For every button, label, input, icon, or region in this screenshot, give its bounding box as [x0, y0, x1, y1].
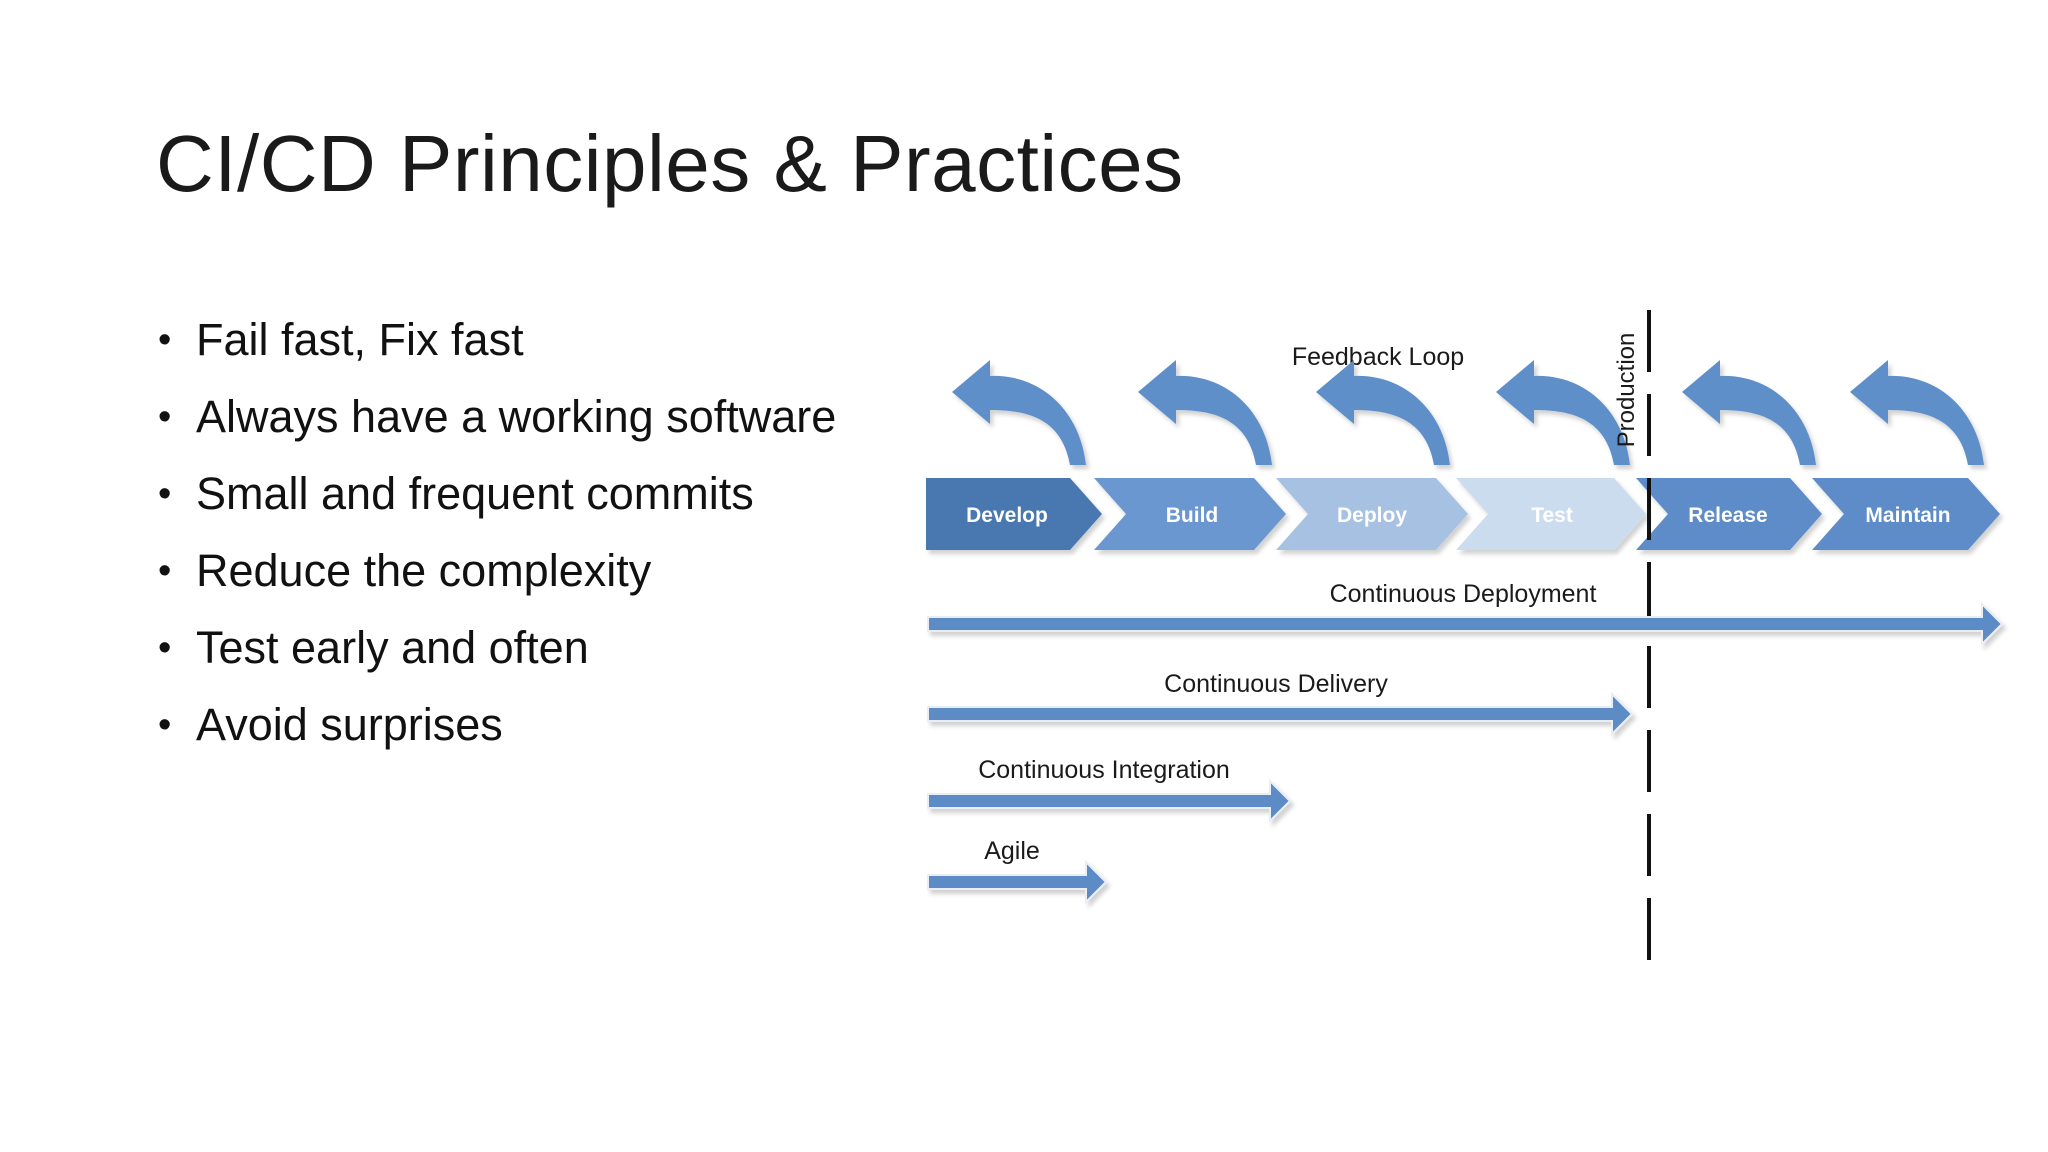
bullet-text: Reduce the complexity [196, 545, 652, 596]
bullet-dot-icon: • [158, 473, 172, 515]
feedback-arrow-icon [1850, 360, 1984, 465]
stage-label: Test [1531, 504, 1573, 527]
feedback-arrow-icon [1682, 360, 1816, 465]
pipeline-label: Continuous Integration [978, 756, 1230, 784]
bullet-text: Test early and often [196, 622, 589, 673]
stage-build [1094, 478, 1286, 550]
bullet-dot-icon: • [158, 550, 172, 592]
pipeline-label: Continuous Deployment [1330, 580, 1597, 608]
bullet-dot-icon: • [158, 627, 172, 669]
bullet-dot-icon: • [158, 396, 172, 438]
bullet-text: Always have a working software [196, 391, 837, 442]
continuous-deployment-arrow [927, 601, 2004, 647]
bullet-dot-icon: • [158, 319, 172, 361]
bullet-text: Avoid surprises [196, 699, 503, 750]
continuous-delivery-arrow [927, 691, 1634, 737]
bullet-text: Fail fast, Fix fast [196, 314, 524, 365]
pipeline-labels: Continuous Deployment Continuous Deliver… [978, 580, 1596, 865]
feedback-loop-label: Feedback Loop [1292, 343, 1464, 371]
bullet-item: • Test early and often [156, 620, 836, 697]
bullet-list: • Fail fast, Fix fast • Always have a work… [156, 312, 836, 774]
production-label: Production [1613, 333, 1640, 448]
pipeline-label: Agile [984, 837, 1040, 865]
pipeline-label: Continuous Delivery [1164, 670, 1388, 698]
bullet-item: • Reduce the complexity [156, 543, 836, 620]
stage-label: Maintain [1865, 504, 1950, 527]
stage-maintain [1812, 478, 2000, 550]
stage-release [1636, 478, 1822, 550]
stage-label: Build [1166, 504, 1219, 527]
stage-label: Release [1688, 504, 1767, 527]
feedback-arrow-icon [1316, 360, 1450, 465]
feedback-arrow-icon [1138, 360, 1272, 465]
feedback-arrows [952, 360, 1984, 465]
feedback-arrow-icon [952, 360, 1086, 465]
stage-label: Develop [966, 504, 1048, 527]
bullet-text: Small and frequent commits [196, 468, 754, 519]
bullet-item: • Fail fast, Fix fast [156, 312, 836, 389]
bullet-item: • Small and frequent commits [156, 466, 836, 543]
stage-labels: Develop Build Deploy Test Release Mainta… [966, 504, 1950, 527]
slide-title: CI/CD Principles & Practices [156, 119, 1184, 208]
bullet-dot-icon: • [158, 704, 172, 746]
stage-test [1456, 478, 1646, 550]
continuous-integration-arrow [927, 778, 1292, 824]
stage-chevrons [926, 478, 2000, 550]
feedback-arrow-icon [1496, 360, 1630, 465]
bullet-item: • Always have a working software [156, 389, 836, 466]
stage-develop [926, 478, 1102, 550]
agile-arrow [927, 859, 1108, 905]
bullet-item: • Avoid surprises [156, 697, 836, 774]
pipeline-arrows [927, 601, 2004, 905]
stage-deploy [1276, 478, 1468, 550]
stage-label: Deploy [1337, 504, 1407, 527]
